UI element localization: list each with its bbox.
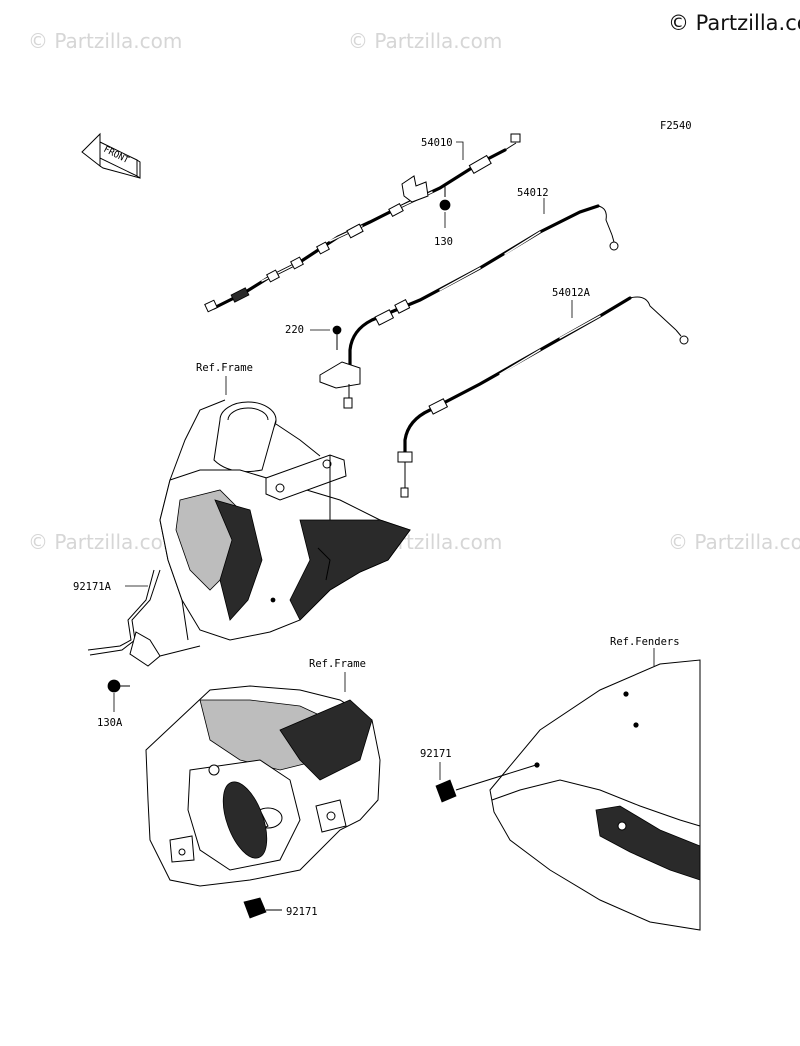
- clamp-92171A: [87, 569, 201, 712]
- cable-54012A: [397, 296, 689, 498]
- label-130A: 130A: [97, 717, 123, 729]
- front-arrow-icon: FRONT: [81, 132, 141, 179]
- label-ref-frame-top: Ref.Frame: [196, 362, 253, 374]
- label-220: 220: [285, 324, 304, 336]
- cable-54010: [204, 133, 521, 313]
- watermark-top-left: © Partzilla.com: [28, 29, 182, 53]
- label-92171-bottom: 92171: [286, 906, 318, 918]
- watermark-top-center: © Partzilla.com: [348, 29, 502, 53]
- ref-frame-upper: [159, 376, 411, 641]
- label-130: 130: [434, 236, 453, 248]
- label-ref-frame-bottom: Ref.Frame: [309, 658, 366, 670]
- label-54010: 54010: [421, 137, 453, 149]
- watermark-mid-right: © Partzilla.com: [668, 530, 800, 554]
- watermark-corner: © Partzilla.com: [668, 11, 800, 35]
- label-ref-fenders: Ref.Fenders: [610, 636, 680, 648]
- label-54012: 54012: [517, 187, 549, 199]
- front-label: FRONT: [102, 145, 131, 166]
- label-92171-right: 92171: [420, 748, 452, 760]
- ref-frame-lower: [145, 672, 381, 919]
- label-92171A: 92171A: [73, 581, 112, 593]
- label-54012A: 54012A: [552, 287, 591, 299]
- cable-54012: [319, 198, 619, 409]
- watermark-mid-left: © Partzilla.com: [28, 530, 182, 554]
- figure-code: F2540: [660, 120, 692, 132]
- ref-fenders: [435, 648, 701, 931]
